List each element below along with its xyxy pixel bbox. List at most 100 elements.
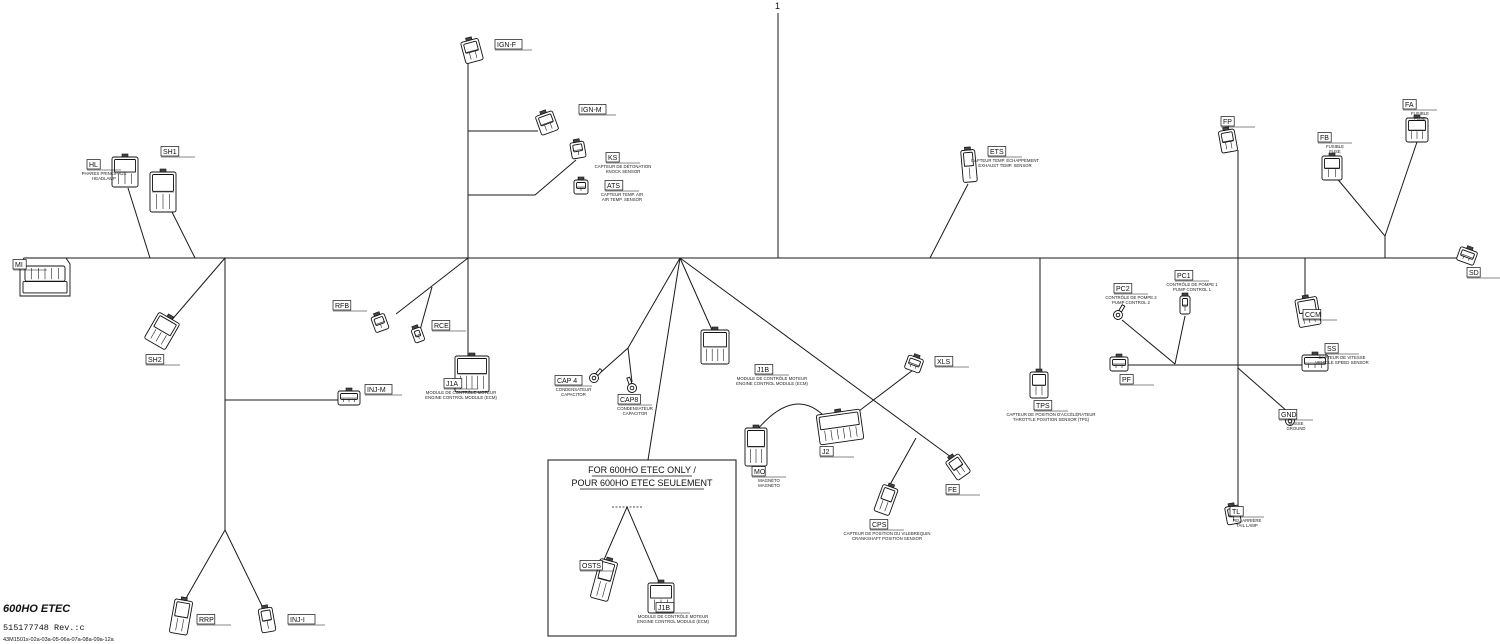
connector-j2: J2 <box>815 408 865 458</box>
connector-label: RFB <box>335 303 349 310</box>
connector-body <box>144 312 180 350</box>
wire-xls-j2 <box>854 369 914 415</box>
connector-sd: SD <box>1456 245 1500 279</box>
connector-description: PUMP CONTROL 1 <box>1173 287 1212 292</box>
connector-body <box>257 604 277 634</box>
connector-tag <box>1174 270 1194 281</box>
connector-tag <box>579 560 603 571</box>
connector-description: TAIL LAMP <box>1236 523 1258 528</box>
connector-tag <box>1113 283 1133 294</box>
connector-tag <box>869 519 889 530</box>
connector-tag <box>1317 132 1332 143</box>
note-box: FOR 600HO ETEC ONLY / POUR 600HO ETEC SE… <box>547 459 737 637</box>
wire-ks-ats <box>468 159 577 196</box>
connector-description: ENGINE CONTROL MODULE (ECM) <box>736 381 808 386</box>
connector-body <box>700 326 730 365</box>
connector-tag <box>754 364 774 375</box>
connector-tag <box>1324 343 1339 354</box>
connector-label: SH1 <box>163 149 177 156</box>
connector-body <box>573 176 589 195</box>
connector-description: CAPTEUR DE DÉTONATION <box>595 164 652 169</box>
connector-rce: RCE <box>411 320 466 344</box>
connector-tag <box>1278 409 1298 420</box>
note-line-1: FOR 600HO ETEC ONLY / <box>588 465 696 475</box>
connector-label: KS <box>608 155 618 162</box>
connector-description: MODULE DE CONTRÔLE MOTEUR <box>426 390 496 395</box>
connector-tag <box>945 484 960 495</box>
connector-tag <box>332 300 352 311</box>
connector-description: MODULE DE CONTRÔLE MOTEUR <box>737 376 807 381</box>
connector-description: ENGINE CONTROL MODULE (ECM) <box>425 395 497 400</box>
connector-tag <box>160 146 180 157</box>
wire-pc <box>1121 315 1186 365</box>
connector-body <box>1029 368 1049 399</box>
connector-tag <box>1119 374 1134 385</box>
connector-tag <box>1033 400 1053 411</box>
connector-label: PC1 <box>1177 273 1191 280</box>
connector-label: FB <box>1320 135 1329 142</box>
connector-body <box>873 482 899 516</box>
connector-body <box>1321 152 1343 181</box>
connector-body <box>460 36 484 64</box>
connector-body <box>589 367 603 383</box>
connector-body <box>626 376 637 393</box>
wire-fuses <box>1334 141 1418 258</box>
connector-body <box>1456 245 1478 266</box>
connector-description: MASSE <box>1288 421 1303 426</box>
connector-tag <box>554 375 583 386</box>
connector-tag <box>655 602 675 613</box>
sheet-number: 1 <box>775 1 780 11</box>
wire-note-box <box>647 257 681 461</box>
connector-tag <box>751 466 766 477</box>
connector-description: VEHICLE SPEED SENSOR <box>1315 360 1369 365</box>
connector-label: ATS <box>607 183 620 190</box>
connector-body <box>960 146 978 183</box>
connector-tag <box>196 614 216 625</box>
connector-tag <box>578 104 607 115</box>
connector-tag <box>604 180 624 191</box>
connector-body <box>1301 351 1329 372</box>
connector-label: CAP 4 <box>557 378 577 385</box>
connector-label: ETS <box>990 149 1004 156</box>
connector-body <box>149 168 177 213</box>
wire-cap <box>599 257 681 383</box>
connector-label: IGN-M <box>581 107 602 114</box>
connector-label: CAP8 <box>620 397 638 404</box>
connector-description: EXHAUST TEMP. SENSOR <box>978 163 1031 168</box>
connector-label: CCM <box>1305 312 1321 319</box>
wire-note-branches <box>602 506 661 585</box>
connector-label: IGN-F <box>497 42 516 49</box>
connector-description: CONDENSATEUR <box>617 406 653 411</box>
connector-label: J1B <box>658 605 670 612</box>
connector-fe: FE <box>945 453 980 496</box>
wire-sh1 <box>171 211 196 259</box>
connector-tag <box>494 39 523 50</box>
connector-tag <box>1302 309 1322 320</box>
connector-description: CAPACITOR <box>623 411 648 416</box>
connector-label: INJ-M <box>367 387 386 394</box>
connector-body <box>744 424 768 467</box>
revision-codes: 43M1501s-02a-03a-05-06a-07a-08a-09a-12a <box>3 637 115 643</box>
connector-description: KNOCK SENSOR <box>606 169 641 174</box>
connector-label: FA <box>1405 102 1414 109</box>
connector-description: FUSIBLE <box>1326 144 1344 149</box>
connector-label: HL <box>89 162 98 169</box>
connector-body <box>1218 126 1238 154</box>
connector-description: FUSE <box>1329 149 1341 154</box>
connector-description: FUSE <box>1414 116 1426 121</box>
connector-description: CAPACITOR <box>561 392 586 397</box>
connector-body <box>1113 304 1126 320</box>
connector-description: CONTRÔLE DE POMPE 1 <box>1166 282 1218 287</box>
connector-label: XLS <box>937 359 951 366</box>
connector-body <box>169 596 193 636</box>
connector-body <box>337 387 361 406</box>
